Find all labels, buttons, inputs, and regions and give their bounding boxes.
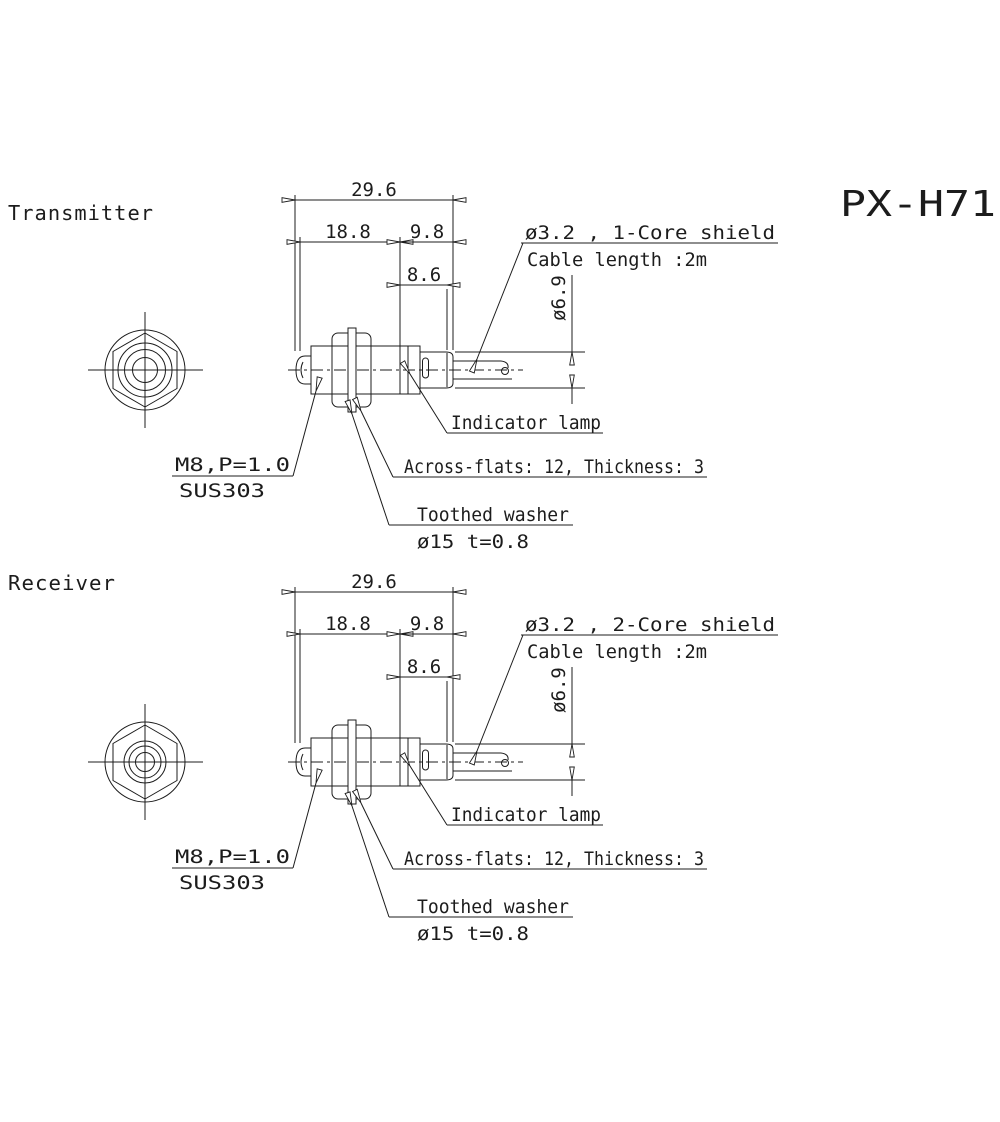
nut-spec-label: Across-flats: 12, Thickness: 3 xyxy=(404,848,704,870)
dim-overall: 29.6 xyxy=(351,179,397,201)
nut-spec-label: Across-flats: 12, Thickness: 3 xyxy=(404,456,704,478)
washer-spec-label: ø15 t=0.8 xyxy=(417,923,529,945)
indicator-lamp-label: Indicator lamp xyxy=(451,412,601,434)
washer-label: Toothed washer xyxy=(417,896,569,918)
thread-spec-label: M8,P=1.0 xyxy=(175,846,290,868)
dim-head: 9.8 xyxy=(410,613,444,635)
dim-head-face: 8.6 xyxy=(407,656,441,678)
indicator-lamp-label: Indicator lamp xyxy=(451,804,601,826)
cable-spec-label: ø3.2 , 2-Core shield xyxy=(525,614,775,636)
thread-spec-label: M8,P=1.0 xyxy=(175,454,290,476)
receiver-front-view xyxy=(123,740,167,784)
transmitter-view: Transmitter 29.6 18.8 9.8 8.6 ø6.9 ø3.2 … xyxy=(8,179,778,553)
dim-overall: 29.6 xyxy=(351,571,397,593)
unit-label-transmitter: Transmitter xyxy=(8,201,154,225)
receiver-view: Receiver 29.6 18.8 9.8 8.6 ø6.9 ø3.2 , 2… xyxy=(8,571,778,945)
cable-spec-label: ø3.2 , 1-Core shield xyxy=(525,222,775,244)
dim-head-diameter: ø6.9 xyxy=(548,275,570,321)
cable-length-label: Cable length :2m xyxy=(527,641,707,663)
material-label: SUS303 xyxy=(179,872,265,894)
cable-length-label: Cable length :2m xyxy=(527,249,707,271)
washer-spec-label: ø15 t=0.8 xyxy=(417,531,529,553)
material-label: SUS303 xyxy=(179,480,265,502)
dim-head-diameter: ø6.9 xyxy=(548,667,570,713)
dim-body: 18.8 xyxy=(325,613,371,635)
drawing-title: PX-H71 xyxy=(840,184,996,225)
washer-label: Toothed washer xyxy=(417,504,569,526)
dim-body: 18.8 xyxy=(325,221,371,243)
dim-head: 9.8 xyxy=(410,221,444,243)
unit-label-receiver: Receiver xyxy=(8,571,116,595)
transmitter-front-view xyxy=(117,342,173,398)
dim-head-face: 8.6 xyxy=(407,264,441,286)
